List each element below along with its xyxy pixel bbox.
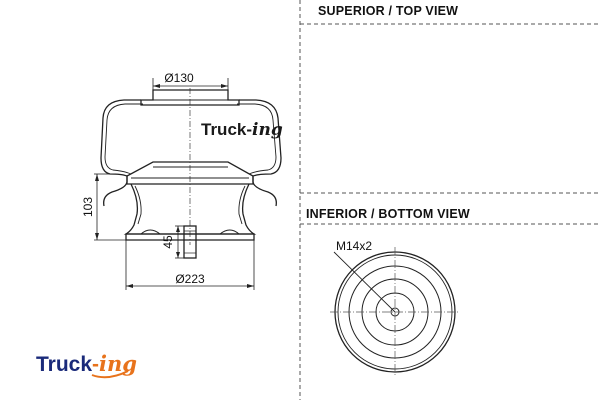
dim-top-diameter: Ø130	[164, 71, 194, 85]
bellows-logo-main: Truck	[201, 120, 247, 139]
bellows-logo: Truck-ing	[201, 120, 283, 140]
piston-rim	[126, 161, 254, 185]
bottom-view	[330, 247, 460, 377]
thread-label: M14x2	[336, 239, 372, 253]
svg-text:Truck-ing: Truck-ing	[36, 351, 137, 376]
base-bumps	[140, 229, 240, 235]
arrow	[176, 226, 180, 232]
dim-height: 103	[81, 197, 95, 217]
piston-body-inner	[134, 185, 246, 225]
arrow	[176, 252, 180, 258]
arrow	[247, 284, 254, 288]
brand-logo: Truck-ing	[36, 351, 137, 379]
arrow	[126, 284, 133, 288]
top-plate	[140, 89, 240, 106]
arrow	[95, 233, 99, 240]
brand-logo-swoosh	[91, 370, 129, 379]
arrow	[153, 84, 160, 88]
bellows-logo-script: ing	[252, 120, 283, 140]
stud	[183, 225, 197, 259]
dimension-arrows	[95, 84, 254, 288]
svg-text:Truck-ing: Truck-ing	[201, 120, 283, 140]
bottom-view-title: INFERIOR / BOTTOM VIEW	[306, 207, 470, 221]
dimension-lines	[94, 78, 255, 290]
brand-logo-dash: -	[92, 353, 99, 376]
layout-dividers	[299, 0, 600, 400]
dim-base-diameter: Ø223	[175, 272, 205, 286]
brand-logo-script: ing	[99, 351, 137, 376]
top-view-title: SUPERIOR / TOP VIEW	[318, 4, 458, 18]
thread-leader	[333, 251, 396, 313]
side-view	[100, 88, 282, 259]
bellows-inner	[104, 103, 277, 175]
bellows-logo-dash: -	[246, 120, 252, 139]
dim-stud-height: 45	[161, 235, 175, 249]
arrow	[95, 174, 99, 181]
arrow	[221, 84, 228, 88]
brand-logo-main: Truck	[36, 353, 92, 376]
bellows-outer	[100, 99, 282, 207]
